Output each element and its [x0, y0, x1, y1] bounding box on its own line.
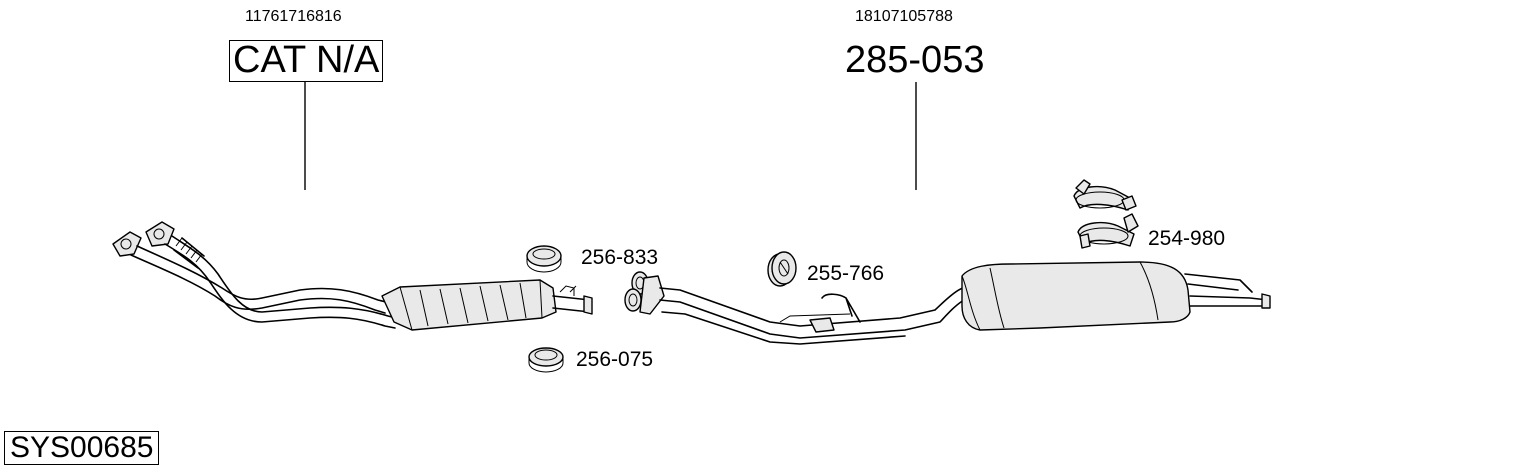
- label-clamps[interactable]: 254-980: [1148, 227, 1226, 250]
- label-rubber-mount[interactable]: 255-766: [807, 262, 885, 285]
- gasket-lower[interactable]: [528, 347, 564, 373]
- part-ref-cat[interactable]: CAT N/A: [229, 40, 384, 82]
- gasket-upper[interactable]: [526, 245, 562, 273]
- part-ref-rear-pipe[interactable]: 285-053: [845, 39, 985, 81]
- rear-pipe-silencer[interactable]: [624, 261, 1271, 345]
- label-gasket-upper[interactable]: 256-833: [581, 246, 659, 269]
- rubber-mount[interactable]: [767, 251, 797, 287]
- label-gasket-lower[interactable]: 256-075: [576, 348, 654, 371]
- oem-number-left: 11761716816: [245, 8, 342, 25]
- exhaust-clamps[interactable]: [1073, 179, 1139, 249]
- oem-number-right: 18107105788: [855, 8, 953, 25]
- front-pipe-catalyst[interactable]: [112, 221, 593, 331]
- system-id: SYS00685: [4, 431, 160, 465]
